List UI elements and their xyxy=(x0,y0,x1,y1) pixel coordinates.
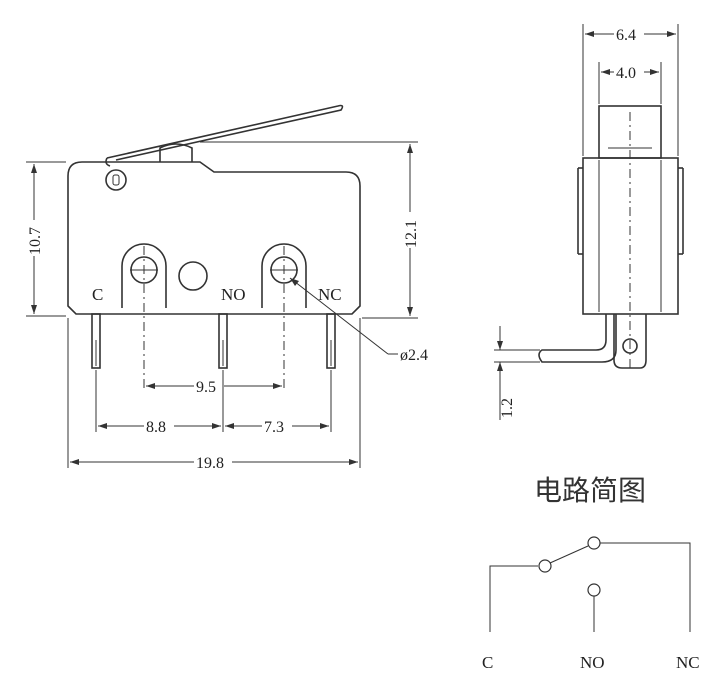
circuit-wire-c xyxy=(489,565,538,632)
switch-body xyxy=(67,161,361,315)
mount-hole-right-boss xyxy=(261,243,307,308)
dim-no-nc-pin-pitch: 7.3 xyxy=(225,416,329,436)
side-terminal-tab xyxy=(613,314,647,369)
circuit-title: 电路简图 xyxy=(534,474,646,507)
dim-no-nc-pin-pitch-label: 7.3 xyxy=(264,419,284,436)
pin-c xyxy=(91,313,101,369)
dim-c-no-pitch-label: 8.8 xyxy=(146,419,166,436)
dim-side-width-label: 6.4 xyxy=(616,27,636,44)
side-pin xyxy=(538,314,617,363)
terminal-label-nc: NC xyxy=(318,285,342,304)
lever-pivot xyxy=(105,169,127,191)
mount-hole-left-boss xyxy=(121,243,167,308)
front-view: C NO NC 10.7 12.1 ø2.4 xyxy=(26,104,428,472)
dim-c-no-pitch: 8.8 xyxy=(98,416,221,436)
circuit-switch-arm xyxy=(549,545,589,564)
terminal-label-c: C xyxy=(92,285,103,304)
dim-total-height-label: 12.1 xyxy=(403,220,420,248)
dim-body-height: 10.7 xyxy=(26,161,66,317)
circuit-node-c xyxy=(538,559,552,573)
dim-no-nc-pitch-label: 9.5 xyxy=(196,379,216,396)
lever-pivot-slot xyxy=(112,174,120,186)
circuit-node-no xyxy=(587,583,601,597)
dim-length: 19.8 xyxy=(70,452,358,472)
dim-no-nc-pitch: 9.5 xyxy=(146,376,282,396)
lever-hook xyxy=(105,157,111,167)
center-hole xyxy=(178,261,208,291)
side-view: 6.4 4.0 1.2 xyxy=(494,24,684,420)
plunger xyxy=(159,143,193,162)
dim-total-height: 12.1 xyxy=(200,141,420,319)
side-terminal-hole xyxy=(622,338,638,354)
pin-nc xyxy=(326,313,336,369)
circuit-label-nc: NC xyxy=(676,653,700,672)
dim-hole-diameter: ø2.4 xyxy=(289,277,428,364)
circuit-diagram: 电路简图 C NO NC xyxy=(482,474,700,672)
dim-side-width: 6.4 xyxy=(582,24,679,156)
dim-hole-diameter-label: ø2.4 xyxy=(400,347,428,364)
dim-pin-thickness: 1.2 xyxy=(494,326,540,420)
dim-body-height-label: 10.7 xyxy=(27,227,44,255)
dim-plunger-width: 4.0 xyxy=(598,62,662,104)
circuit-wire-nc xyxy=(600,542,691,632)
lever-arm xyxy=(106,104,344,161)
terminal-label-no: NO xyxy=(221,285,246,304)
dim-plunger-width-label: 4.0 xyxy=(616,65,636,82)
dim-length-label: 19.8 xyxy=(196,455,224,472)
circuit-label-no: NO xyxy=(580,653,605,672)
dim-pin-thickness-label: 1.2 xyxy=(499,398,516,418)
circuit-label-c: C xyxy=(482,653,493,672)
circuit-node-nc xyxy=(587,536,601,550)
pin-no xyxy=(218,313,228,369)
